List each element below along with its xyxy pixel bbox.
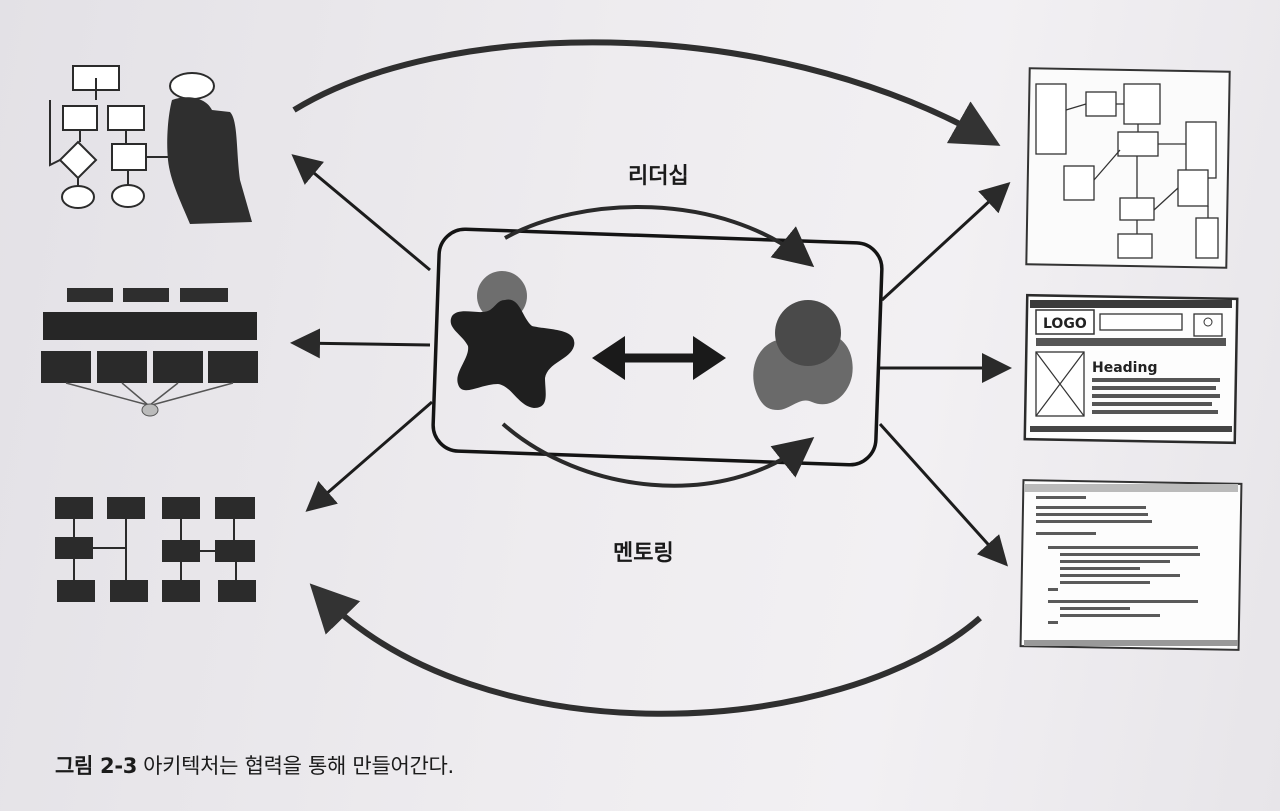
caption-number: 그림 2-3 (55, 754, 138, 778)
hand-drawing (167, 97, 252, 224)
mentoring-arc (501, 422, 815, 488)
member-head (775, 300, 841, 366)
arrow-to-class-diagram (880, 181, 1011, 302)
leader-star-figure (450, 299, 575, 408)
collaboration-double-arrow (592, 336, 726, 380)
caption-text: 아키텍처는 협력을 통해 만들어간다. (143, 754, 454, 778)
arrow-to-flowchart (291, 154, 431, 272)
team-box (431, 227, 884, 467)
component-diagram (55, 497, 256, 602)
leadership-arc (504, 205, 815, 268)
leadership-label: 리더십 (628, 164, 689, 189)
arrow-to-components (305, 400, 433, 512)
flowchart-sketch (49, 65, 215, 209)
uml-class-diagram (1025, 67, 1231, 269)
outer-arc-bottom (309, 583, 982, 717)
source-code-window (1019, 479, 1243, 651)
arrow-to-code (878, 422, 1009, 567)
website-wireframe (1023, 293, 1239, 445)
outer-arc-top (292, 39, 1001, 146)
arrow-to-layered (290, 328, 431, 359)
layered-architecture-diagram (41, 288, 258, 417)
mentoring-label: 멘토링 (613, 541, 674, 566)
